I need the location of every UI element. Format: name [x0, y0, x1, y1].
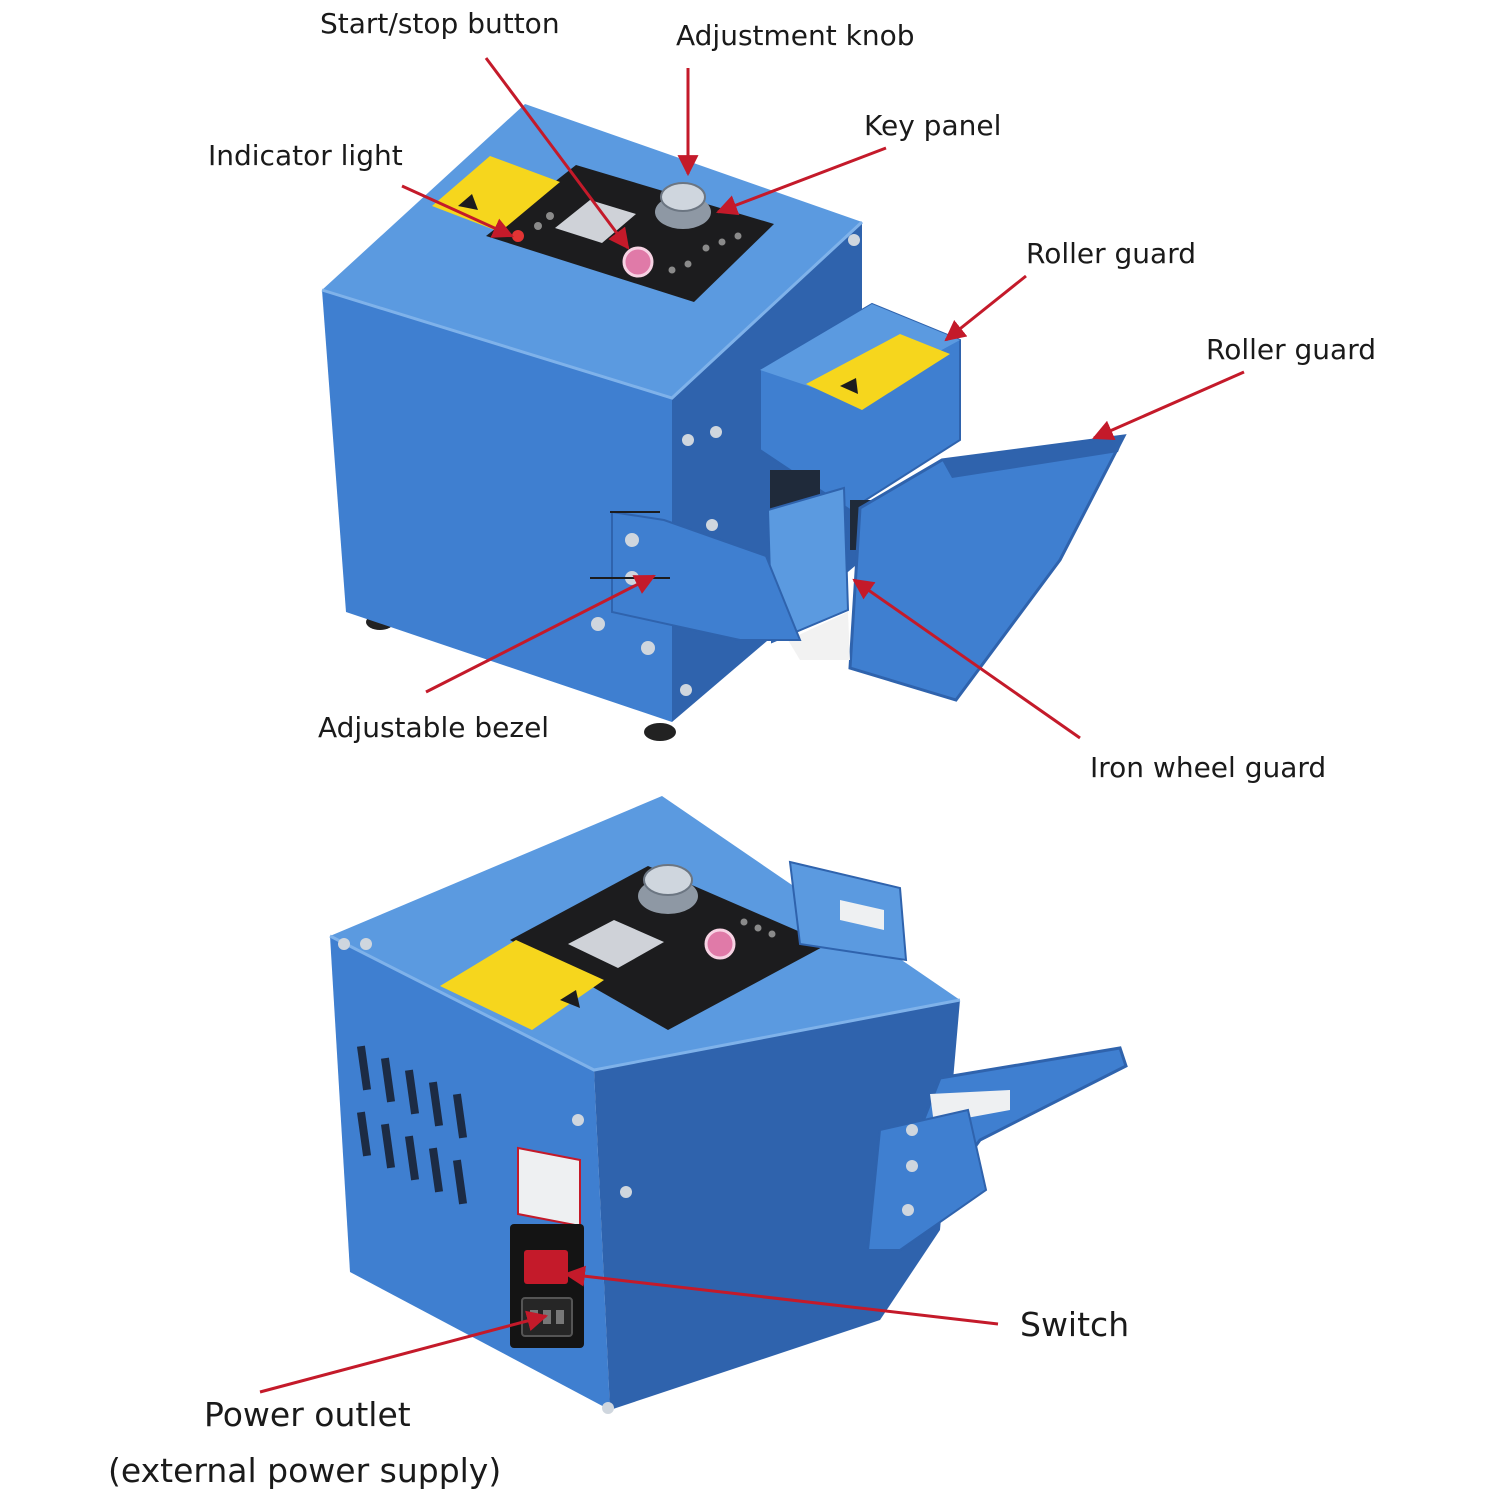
top-indicator-dot [534, 222, 542, 230]
bottom-screw [360, 938, 372, 950]
label-key-panel: Key panel [864, 109, 1002, 142]
top-screw [848, 234, 860, 246]
label-iron-wheel-guard: Iron wheel guard [1090, 751, 1327, 784]
top-roller-warning-sticker [806, 334, 950, 410]
top-key-dot [734, 232, 742, 240]
top-key-dot [702, 244, 710, 252]
top-key-dot [684, 260, 692, 268]
label-adjustment-knob: Adjustment knob [676, 19, 915, 52]
pointer-switch [563, 1265, 999, 1326]
top-indicator-dot [546, 212, 554, 220]
label-roller-guard-2: Roller guard [1206, 333, 1376, 366]
bottom-screw [338, 938, 350, 950]
bottom-switch [524, 1250, 568, 1284]
top-roller-housing-top [760, 304, 960, 400]
top-edge-highlight [321, 220, 864, 400]
pointer-adjustable-bezel [425, 574, 656, 694]
top-foot-right [644, 723, 676, 741]
label-power-outlet-note: (external power supply) [108, 1451, 502, 1490]
top-bezel-screw [625, 533, 639, 547]
top-bezel-screw [641, 641, 655, 655]
label-indicator-light: Indicator light [208, 139, 403, 172]
bottom-screw [620, 1186, 632, 1198]
top-key-dot [668, 266, 676, 274]
top-roller-warning-triangle [840, 378, 858, 394]
pointer-roller-guard-1 [944, 274, 1027, 342]
bottom-warning-triangle [560, 990, 580, 1008]
top-machine [321, 104, 1127, 741]
bottom-roller-label [840, 900, 884, 930]
top-adjustable-bezel [611, 510, 802, 641]
label-adjustable-bezel: Adjustable bezel [318, 711, 550, 744]
bottom-control-panel [510, 866, 828, 1030]
bottom-vent-slots [356, 1045, 468, 1205]
top-left-face [322, 290, 672, 722]
top-indicator-dot [512, 230, 524, 242]
bottom-right-face [594, 1000, 960, 1410]
bottom-warning-sticker [440, 940, 604, 1030]
label-start-stop-button: Start/stop button [320, 7, 560, 40]
pointer-key-panel [716, 146, 887, 216]
bottom-adjustable-bezel [866, 1108, 988, 1251]
top-screw [706, 519, 718, 531]
bottom-screw [572, 1114, 584, 1126]
pointer-lines [259, 57, 1245, 1394]
label-power-outlet: Power outlet [204, 1395, 411, 1434]
top-screw [710, 426, 722, 438]
pointer-iron-wheel-guard [852, 578, 1081, 740]
bottom-knob [643, 864, 693, 896]
label-switch: Switch [1020, 1305, 1130, 1344]
top-display [555, 200, 636, 243]
top-control-panel [486, 165, 774, 302]
label-roller-guard-1: Roller guard [1026, 237, 1196, 270]
bottom-edge-highlight [329, 934, 961, 1072]
bottom-display [568, 920, 664, 968]
top-start-stop-button [622, 246, 654, 278]
top-tray-slot [788, 612, 850, 660]
bottom-screw [602, 1402, 614, 1414]
pointer-roller-guard-2 [1092, 370, 1245, 440]
bottom-rear-label [517, 1146, 581, 1228]
top-warning-triangle [458, 194, 478, 210]
top-screw [682, 434, 694, 446]
pointer-indicator-light [401, 184, 514, 238]
pointer-power-outlet [259, 1310, 549, 1394]
pointer-start-stop-button [484, 57, 630, 250]
top-screw [680, 684, 692, 696]
bottom-machine [329, 796, 1128, 1414]
bottom-start-stop-button [704, 928, 736, 960]
top-bezel-screw [591, 617, 605, 631]
top-knob [660, 182, 706, 212]
top-feed-tray-lip [942, 436, 1124, 478]
top-key-dot [718, 238, 726, 246]
